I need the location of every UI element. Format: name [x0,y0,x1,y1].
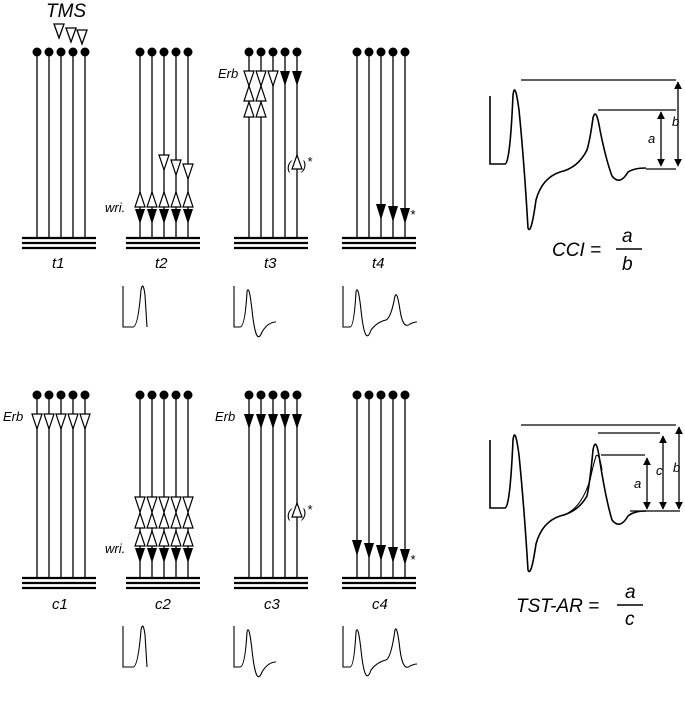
panel-label-c2: c2 [155,596,172,613]
cci-formula-lhs: CCI = [552,240,601,261]
paren-open: ( [287,506,293,521]
panel-label-t4: t4 [372,255,385,272]
panel-t1: TMS t1 [22,1,96,272]
erb-label: Erb [3,409,23,424]
panel-label-t3: t3 [264,255,277,272]
top-traces [122,285,418,338]
erb-label: Erb [218,66,238,81]
tst-formula-den: c [625,609,635,630]
panel-label-t2: t2 [155,255,168,272]
tst-formula-num: a [625,582,636,603]
cci-formula: CCI = a b [552,226,642,275]
tst-trace-panel: a c b [489,424,683,573]
panel-c3: Erb ( ) * c3 [215,390,313,613]
wrist-label: wri. [105,200,125,215]
bottom-traces [122,625,418,678]
asterisk-label: * [410,552,416,567]
panel-label-c3: c3 [264,596,281,613]
orthodromic-arrow-icons [135,209,193,224]
panel-c1: Erb c1 [3,390,96,613]
asterisk-label: * [307,502,313,517]
panel-label-c4: c4 [372,596,388,613]
cci-formula-num: a [622,226,633,247]
wrist-label: wri. [105,541,125,556]
asterisk-label: * [307,154,313,169]
tst-formula-lhs: TST-AR = [516,596,599,617]
tst-label-b: b [673,460,680,475]
cci-label-b: b [672,114,679,129]
paren-open: ( [287,158,293,173]
tms-arrow-icons [53,23,88,46]
tst-ar-formula: TST-AR = a c [516,582,643,630]
panel-t3: Erb ( ) * t3 [218,47,313,272]
tst-label-a: a [634,476,641,491]
tms-label: TMS [46,1,86,22]
panel-label-c1: c1 [52,596,68,613]
paren-close: ) [300,158,306,173]
tst-label-c: c [656,463,663,478]
panel-label-t1: t1 [52,255,65,272]
asterisk-label: * [410,207,416,222]
panel-c4: * c4 [342,390,416,613]
cci-formula-den: b [622,254,633,275]
antidromic-arrow-icons [134,154,194,208]
panel-t4: * t4 [342,47,416,272]
cci-label-a: a [648,131,655,146]
erb-label: Erb [215,409,235,424]
paren-close: ) [300,506,306,521]
cci-trace-panel: a b [489,79,682,231]
panel-t2: wri. t2 [105,47,200,272]
panel-c2: wri. c2 [105,390,200,613]
